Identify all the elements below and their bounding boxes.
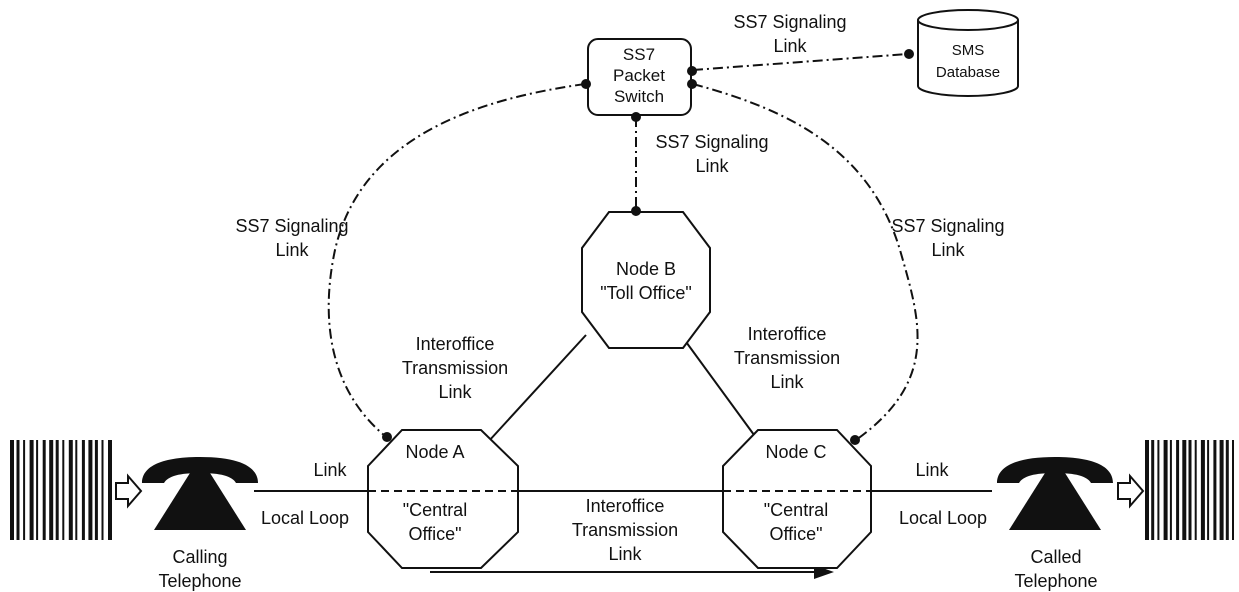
ss7-left-label-2: Link [275,240,309,260]
connector-dot [687,66,697,76]
interoffice-bottom-label-3: Link [608,544,642,564]
connector-dot [687,79,697,89]
packet-switch-label-1: SS7 [623,45,655,64]
calling-telephone-label-1: Calling [172,547,227,567]
left-link-label: Link [313,460,347,480]
right-link-label: Link [915,460,949,480]
node-b: Node B "Toll Office" [581,211,711,349]
sound-bar [94,440,98,540]
ss7-link-switch-to-sms [692,53,909,71]
called-telephone-label-2: Telephone [1014,571,1097,591]
ss7-center-label-2: Link [695,156,729,176]
left-local-loop-label: Local Loop [261,508,349,528]
sound-bar [62,440,65,540]
sound-bar [81,440,85,540]
sound-bar [36,440,39,540]
ss7-right-label-2: Link [931,240,965,260]
interoffice-right-label-3: Link [770,372,804,392]
node-c-office-2: Office" [769,524,822,544]
node-c-name: Node C [765,442,826,462]
calling-input-arrow-icon [115,473,143,509]
connector-dot [631,112,641,122]
sound-bar [88,440,93,540]
node-a-office-2: Office" [408,524,461,544]
ss7-top-label-2: Link [773,36,807,56]
node-b-office: "Toll Office" [600,283,691,303]
sound-bar [68,440,73,540]
sound-bar [42,440,46,540]
interoffice-left-label-1: Interoffice [416,334,495,354]
connector-dot [850,435,860,445]
packet-switch-label-2: Packet [613,66,665,85]
sound-bar [1176,440,1180,540]
sound-bar [49,440,54,540]
sound-bar [108,440,112,540]
sound-bar [1207,440,1210,540]
node-a: Node A "Central Office" [367,429,519,569]
sound-bar [75,440,78,540]
interoffice-link-b-c [680,334,758,440]
node-c: Node C "Central Office" [722,429,872,569]
called-telephone-label-1: Called [1030,547,1081,567]
packet-switch-label-3: Switch [614,87,664,106]
sound-bar [1151,440,1155,540]
interoffice-left-label-3: Link [438,382,472,402]
connector-dot [904,49,914,59]
ss7-link-switch-to-node-c [692,83,919,441]
sound-bar [1163,440,1168,540]
ss7-center-label-1: SS7 Signaling [655,132,768,152]
sound-bar [1219,440,1224,540]
node-a-name: Node A [405,442,464,462]
sound-bar [1145,440,1149,540]
sound-bar [1169,440,1172,540]
called-sound-bars [1145,440,1234,540]
sound-bar [29,440,34,540]
connector-dot [382,432,392,442]
right-local-loop-label: Local Loop [899,508,987,528]
sound-bar [101,440,104,540]
sms-database: SMS Database [917,9,1019,97]
sound-bar [55,440,59,540]
called-output-arrow-icon [1117,473,1145,509]
sound-bar [23,440,26,540]
ss7-right-label-1: SS7 Signaling [891,216,1004,236]
interoffice-right-label-1: Interoffice [748,324,827,344]
calling-sound-bars [10,440,112,540]
interoffice-link-a-b [487,334,587,443]
sound-bar [1213,440,1217,540]
interoffice-left-label-2: Transmission [402,358,508,378]
sms-database-label-1: SMS [952,42,985,59]
ss7-link-switch-to-node-a [327,83,586,437]
connector-dot [581,79,591,89]
calling-telephone-label-2: Telephone [158,571,241,591]
node-a-office-1: "Central [403,500,467,520]
node-b-name: Node B [616,259,676,279]
sound-bar [1157,440,1160,540]
interoffice-bottom-label-1: Interoffice [586,496,665,516]
ss7-top-label-1: SS7 Signaling [733,12,846,32]
node-c-office-1: "Central [764,500,828,520]
ss7-packet-switch: SS7 Packet Switch [587,38,692,116]
called-telephone-icon [997,457,1113,530]
connector-dot [631,206,641,216]
sound-bar [1232,440,1234,540]
calling-telephone-icon [142,457,258,530]
sound-bar [1194,440,1197,540]
sound-bar [1200,440,1205,540]
sound-bar [1188,440,1192,540]
interoffice-bottom-label-2: Transmission [572,520,678,540]
sound-bar [10,440,14,540]
ss7-left-label-1: SS7 Signaling [235,216,348,236]
sound-bar [1225,440,1229,540]
interoffice-right-label-2: Transmission [734,348,840,368]
sound-bar [1182,440,1187,540]
sms-database-label-2: Database [936,64,1000,81]
sound-bar [16,440,20,540]
